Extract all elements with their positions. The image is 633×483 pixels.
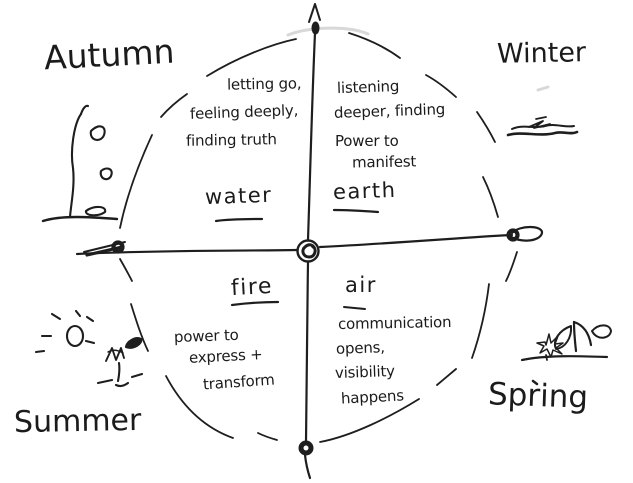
east-loop (508, 225, 544, 242)
season-label-summer: Summer (13, 402, 142, 441)
air-quadrant-text-line: communication (337, 313, 452, 333)
fire-underline (230, 300, 280, 307)
element-label-water: water (204, 182, 273, 210)
summer-sun-sprout-icon (34, 309, 144, 388)
spring-flower-seedling-icon (520, 320, 612, 386)
season-label-spring: Spring (487, 376, 589, 416)
water-underline (214, 217, 264, 223)
axis-arrow-icon (308, 3, 321, 35)
element-label-fire: fire (230, 273, 274, 302)
center-spiral-icon (296, 239, 320, 263)
earth-quadrant-text-line: listening (336, 76, 400, 98)
earth-underline (332, 208, 380, 214)
air-quadrant-text-line: visibility (334, 361, 396, 383)
air-underline (343, 306, 366, 310)
air-quadrant-text-line: opens, (335, 338, 386, 358)
earth-quadrant-text-line: manifest (351, 152, 417, 172)
water-quadrant-text-line: finding truth (185, 130, 277, 150)
air-quadrant-text-line: happens (340, 386, 405, 408)
earth-quadrant-text-line: Power to (335, 132, 399, 150)
fire-quadrant-text-line: power to (173, 325, 239, 347)
pencil-smudge-marks (286, 26, 550, 92)
axis-cross (75, 3, 544, 480)
east-node-dot (506, 228, 520, 242)
element-label-earth: earth (332, 177, 397, 205)
season-label-winter: Winter (496, 37, 587, 70)
west-node-dot (111, 240, 125, 254)
circle-outline (119, 32, 518, 443)
season-label-autumn: Autumn (43, 31, 176, 78)
autumn-falling-leaves-icon (41, 104, 119, 223)
south-node-dot (298, 440, 314, 456)
element-underlines (214, 208, 380, 310)
element-label-air: air (345, 273, 377, 297)
winter-frozen-water-icon (506, 116, 579, 137)
water-quadrant-text-line: letting go, (226, 74, 302, 94)
